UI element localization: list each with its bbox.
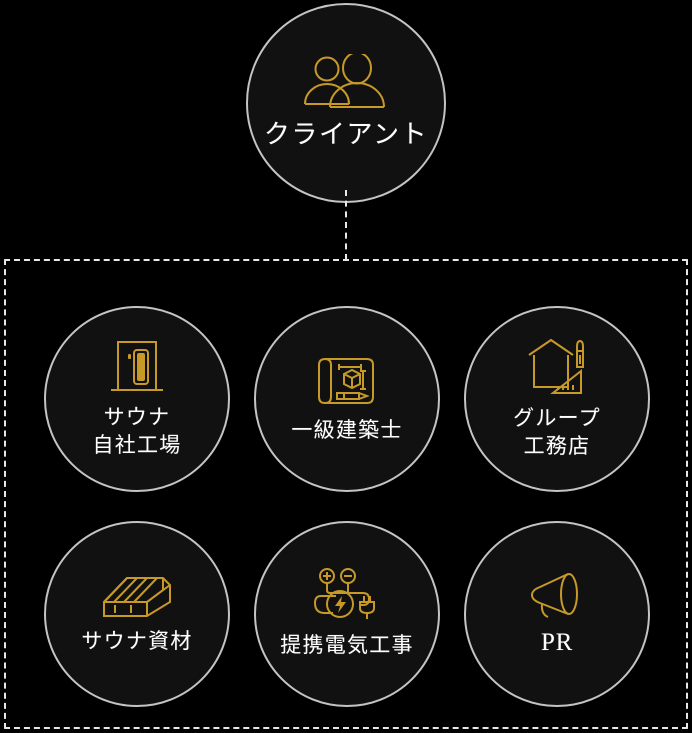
blueprint-icon bbox=[315, 353, 379, 411]
node-label: サウナ 自社工場 bbox=[92, 405, 182, 457]
node-group-construction[interactable]: グループ 工務店 bbox=[464, 306, 650, 492]
node-pr[interactable]: PR bbox=[464, 521, 650, 707]
people-group-icon bbox=[300, 51, 392, 110]
electric-plug-icon bbox=[311, 568, 383, 626]
connector-line bbox=[345, 190, 347, 260]
node-label: グループ 工務店 bbox=[513, 406, 601, 458]
node-sauna-materials[interactable]: サウナ資材 bbox=[44, 521, 230, 707]
lumber-planks-icon bbox=[101, 572, 173, 622]
node-label: PR bbox=[540, 628, 574, 656]
megaphone-icon bbox=[528, 570, 586, 620]
node-label: 提携電気工事 bbox=[280, 633, 414, 658]
house-ruler-pen-icon bbox=[524, 337, 590, 399]
node-client[interactable]: クライアント bbox=[246, 3, 446, 203]
node-electrical-work[interactable]: 提携電気工事 bbox=[254, 521, 440, 707]
node-sauna-factory[interactable]: サウナ 自社工場 bbox=[44, 306, 230, 492]
sauna-door-icon bbox=[106, 338, 168, 398]
node-architect[interactable]: 一級建築士 bbox=[254, 306, 440, 492]
node-label: 一級建築士 bbox=[291, 418, 403, 443]
node-label: クライアント bbox=[263, 119, 429, 149]
partners-group-box bbox=[4, 259, 688, 729]
node-label: サウナ資材 bbox=[81, 629, 193, 654]
